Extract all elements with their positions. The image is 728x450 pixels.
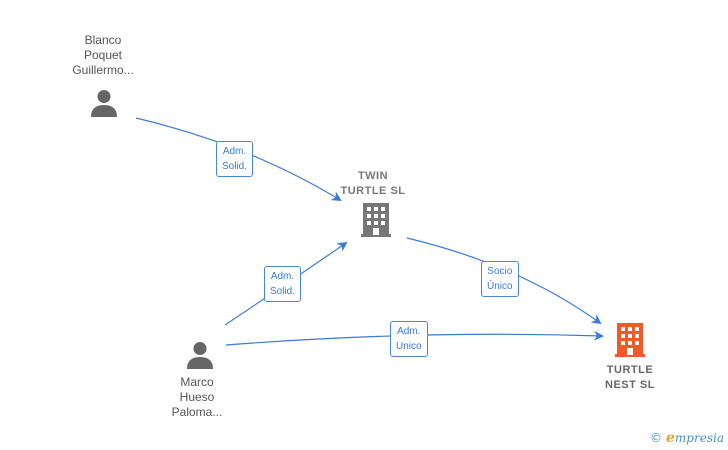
edge-label-socio-unico[interactable]: Socio Único <box>481 261 519 297</box>
brand-watermark: © empresia <box>650 430 724 446</box>
person-label-marco[interactable]: Marco Hueso Paloma... <box>171 375 223 419</box>
copyright-symbol: © <box>650 431 662 445</box>
person-label-blanco[interactable]: Blanco Poquet Guillermo... <box>72 33 134 77</box>
person-icon[interactable] <box>185 340 215 370</box>
edge-label-adm-solid-bottom[interactable]: Adm. Solid. <box>264 266 302 302</box>
brand-initial: e <box>666 430 675 446</box>
edge-label-adm-solid-top[interactable]: Adm. Solid. <box>216 141 254 177</box>
building-icon[interactable] <box>361 203 391 237</box>
brand-name: mpresia <box>674 431 724 445</box>
company-label-turtle-nest[interactable]: TURTLE NEST SL <box>605 364 655 391</box>
edge-label-adm-unico[interactable]: Adm. Unico <box>390 321 428 357</box>
person-icon[interactable] <box>89 88 119 118</box>
building-icon-focus[interactable] <box>615 323 645 357</box>
company-label-twin-turtle[interactable]: TWIN TURTLE SL <box>340 170 406 197</box>
